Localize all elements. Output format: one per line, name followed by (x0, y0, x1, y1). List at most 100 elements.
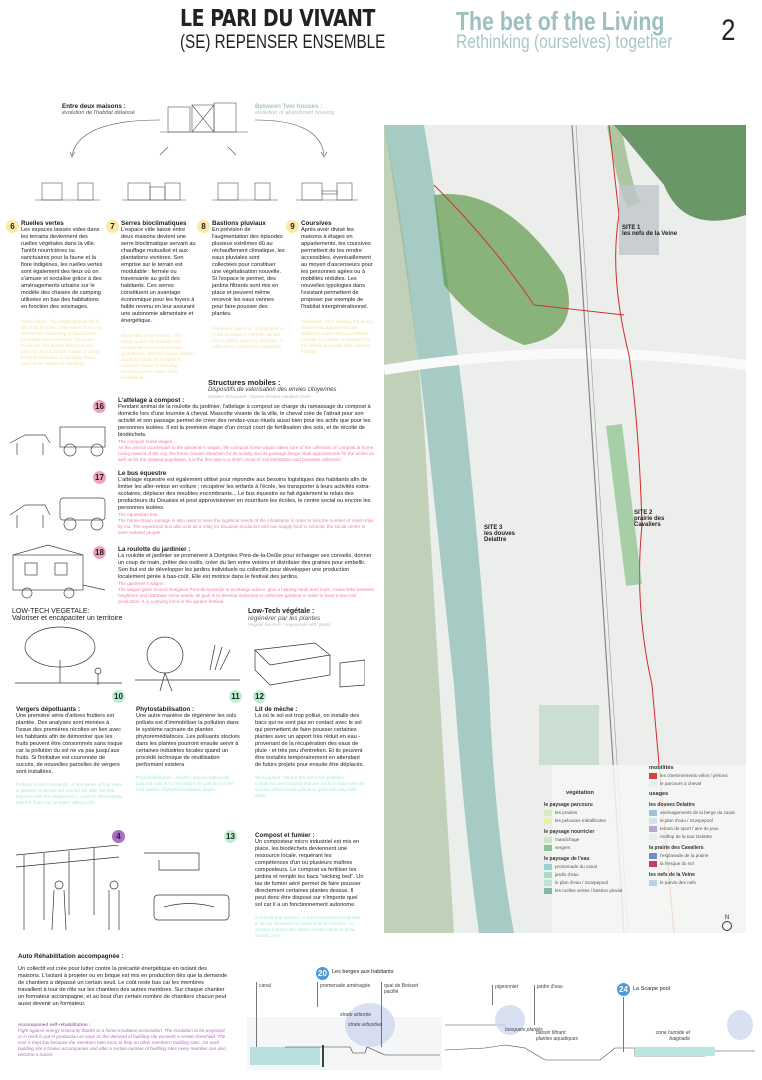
legend-item: le parvis des nefs (649, 880, 746, 886)
lowtech-right-header: Low-Tech végétale : régénérer par les pl… (248, 608, 331, 628)
legend-item-label: les prairies (555, 810, 578, 816)
legend-mobility-items: les cheminements vélos / piétons le parco… (649, 773, 746, 787)
tree-canopy (727, 1010, 753, 1040)
item-en-title: The equestrian bus (118, 512, 158, 517)
plant-phyto: Phytostabilisation : Une autre manière d… (136, 706, 240, 793)
legend-item: terrain de sport / aire de jeux (649, 826, 746, 832)
compost-en: Compost and manure : A micro industrial … (255, 915, 361, 938)
legend-item: rooftop de la tour Delattre (649, 834, 746, 840)
label-leader-line (256, 982, 257, 1047)
orchard-tree-drawing (15, 626, 122, 685)
legend-swatch (649, 818, 657, 824)
workshop-drawings (15, 845, 230, 931)
plant-text: Là où le sol est trop pollué, on install… (255, 713, 365, 768)
house-variant-icons (35, 182, 358, 201)
item-en: The wagon goes around Dorignies Pont-de-… (118, 587, 375, 604)
column-bastions: 8 Bastions pluviaux En prévision de l'au… (197, 220, 285, 350)
legend-item-label: le plan d'eau / Scarpepool (660, 818, 713, 824)
equestrian-bus-drawing (9, 497, 106, 531)
item-en: The horse-drawn carriage is also used to… (118, 518, 374, 535)
legend-item: les prairies (544, 810, 639, 816)
map-graphic (384, 125, 746, 933)
mobile-item-roulotte: La roulotte du jardinier : La roulotte e… (118, 546, 376, 605)
section-label: bassin filtrant plantes aquatiques (536, 1030, 578, 1042)
legend-swatch (649, 853, 657, 859)
mobile-title: Structures mobiles : (208, 378, 281, 387)
tree-canopy (345, 1003, 395, 1047)
intro-title-fr: Entre deux maisons : (62, 103, 126, 110)
intro-title-en: Between Two houses : (255, 103, 323, 110)
canal-bank-vegetation (384, 125, 454, 933)
item-title: L'attelage à compost : (118, 397, 185, 404)
composter-drawing (144, 852, 230, 921)
intro-fr: Entre deux maisons : évolution de l'habi… (62, 103, 162, 117)
legend-swatch (544, 880, 552, 886)
houses-diagram (35, 102, 358, 201)
house-pair-icon (160, 102, 248, 133)
section-label: strate arborée (340, 1012, 372, 1018)
legend-item: les ruelles vertes / bastion pluvial (544, 888, 639, 894)
legend-item: le plan d'eau / Scarpepool (544, 880, 639, 886)
mobile-header: Structures mobiles : Dispositifs de valo… (208, 378, 378, 400)
legend-item-label: vergers (555, 845, 571, 851)
legend-item-label: terrain de sport / aire de jeux (660, 826, 719, 832)
plant-wicking: Lit de mèche : Là où le sol est trop pol… (255, 706, 365, 799)
plant-en: Pollution control orchards : A first ser… (16, 782, 123, 805)
legend-item-label: maraîchage (555, 837, 580, 843)
number-badge: 13 (224, 830, 237, 843)
legend-swatch (544, 845, 552, 851)
item-en-title: The gardener's wagon : (118, 581, 167, 586)
legend-item: vergers (544, 845, 639, 851)
forest-area (434, 194, 569, 345)
wicking-bed-drawing (254, 642, 365, 688)
intro-subtitle-en: evolution of abandoned housing (255, 110, 335, 116)
item-text: L'attelage équestre est également utilis… (118, 477, 371, 511)
section-label: strate arbustive (348, 1022, 383, 1028)
bike-path (608, 125, 675, 933)
map-legend (552, 765, 746, 933)
horse-drawings (9, 426, 106, 599)
legend-item-label: promenade du canal (555, 864, 597, 870)
legend-swatch (649, 773, 657, 779)
legend-item: aménagements de la berge du canal (649, 810, 746, 816)
section-label: bosquets plantés (505, 1027, 543, 1033)
plant-text: Une première série d'arbres fruitiers es… (16, 713, 123, 775)
number-badge: 18 (93, 546, 106, 559)
number-badge: 10 (112, 690, 125, 703)
tree-canopy (495, 1005, 525, 1035)
legend-item: la fresque du sol (649, 861, 746, 867)
phyto-plant-drawing (135, 636, 240, 692)
site-name: les douves Delattre (484, 531, 516, 543)
section-label: zone humide et baignade (655, 1030, 690, 1042)
legend-item-label: les pelouses métallicoles (555, 818, 606, 824)
mobile-item-bus: Le bus équestre L'attelage équestre est … (118, 470, 376, 536)
compass-circle (722, 921, 732, 931)
legend-item: l'esplanade de la prairie (649, 853, 746, 859)
column-text-en: Green lanes : The empty spaces left in t… (21, 319, 103, 366)
legend-item: le plan d'eau / Scarpepool (649, 818, 746, 824)
ground-profile (285, 1046, 440, 1056)
legend-swatch (544, 818, 552, 824)
plant-en: Phytostabilization : Another way to rege… (136, 775, 234, 792)
label-leader-line (492, 985, 493, 1005)
legend-title: végétation (566, 790, 594, 796)
legend-item-label: les cheminements vélos / piétons (660, 773, 728, 779)
column-text: L'espace vide laissé entre deux maisons … (121, 227, 196, 324)
legend-group-title: le paysage nourricier (544, 829, 595, 835)
legend-item-label: l'esplanade de la prairie (660, 853, 709, 859)
column-text-en: Rainwater bastions : In anticipation of … (212, 326, 284, 349)
legend-item: le parcours à cheval (649, 781, 746, 787)
lowtech-right-subtitle: régénérer par les plantes (248, 615, 321, 622)
label-leader-line (534, 985, 535, 1025)
item-title: La roulotte du jardinier : (118, 546, 191, 553)
legend-title: mobilités (649, 765, 674, 771)
legend-item: maraîchage (544, 837, 639, 843)
label-leader-line (623, 997, 624, 1052)
column-text: En prévision de l'augmentation des épiso… (212, 227, 285, 317)
plant-title: Vergers dépolluants : (16, 706, 81, 713)
column-title: Serres bioclimatiques (121, 220, 187, 227)
